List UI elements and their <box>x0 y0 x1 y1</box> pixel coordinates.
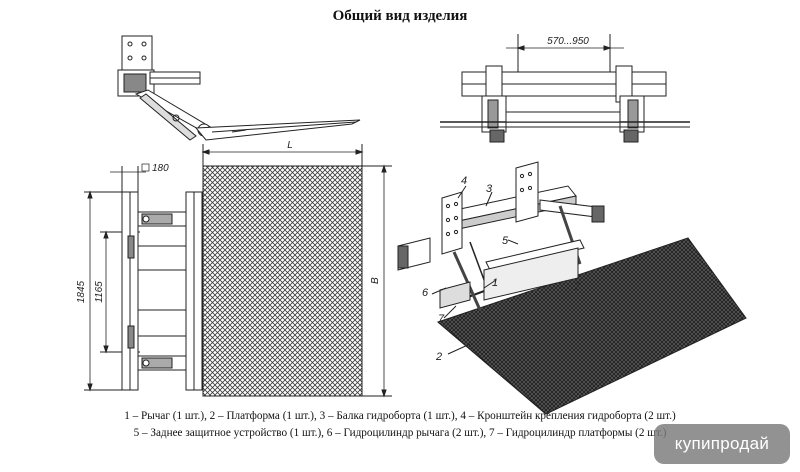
page-title: Общий вид изделия <box>332 8 468 24</box>
side-view <box>117 35 361 141</box>
legend-line-2: 5 – Заднее защитное устройство (1 шт.), … <box>133 427 667 439</box>
callout-5: 5 <box>502 235 509 247</box>
plan-view: L 180 B 1845 1165 <box>76 140 392 398</box>
legend: 1 – Рычаг (1 шт.), 2 – Платформа (1 шт.)… <box>0 408 800 442</box>
dimension-length: L <box>287 140 293 151</box>
dimension-height-outer: 1845 <box>76 280 87 303</box>
callout-7b: 7 <box>574 281 581 293</box>
isometric-platform <box>437 237 747 415</box>
isometric-view <box>397 161 747 415</box>
callout-3: 3 <box>486 183 493 195</box>
dimension-width: B <box>370 277 381 284</box>
rear-view: 570...950 <box>440 34 690 143</box>
platform-mesh <box>202 165 363 397</box>
callout-7: 7 <box>438 313 445 325</box>
dimension-height-inner: 1165 <box>94 281 105 303</box>
dimension-range: 570...950 <box>547 36 589 47</box>
legend-line-1: 1 – Рычаг (1 шт.), 2 – Платформа (1 шт.)… <box>124 410 676 422</box>
callout-2: 2 <box>435 351 442 363</box>
callouts: 1 2 3 4 5 6 7 7 <box>422 175 581 363</box>
dimension-top: 180 <box>152 163 169 174</box>
callout-4: 4 <box>461 175 467 187</box>
callout-1: 1 <box>492 277 498 289</box>
watermark-badge: купипродай <box>654 424 790 464</box>
callout-6: 6 <box>422 287 429 299</box>
